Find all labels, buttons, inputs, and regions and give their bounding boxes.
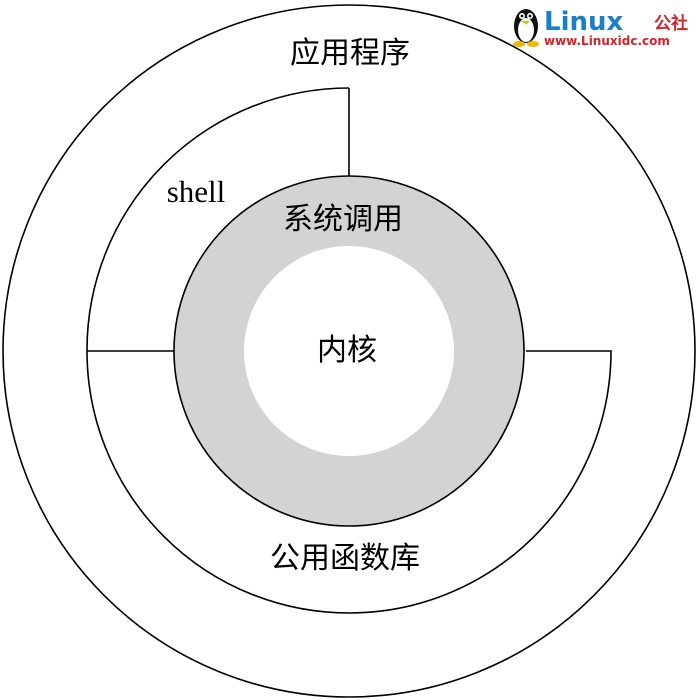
kernel-core xyxy=(244,246,454,456)
shell-label: shell xyxy=(167,174,226,209)
watermark-brand: Linux xyxy=(544,7,623,37)
kernel-label: 内核 xyxy=(317,333,377,368)
penguin-icon xyxy=(513,9,539,47)
watermark-brand-cn: 公社 xyxy=(654,13,688,34)
library-label: 公用函数库 xyxy=(270,541,420,576)
linuxidc-watermark: Linux 公社 www.Linuxidc.com xyxy=(513,7,688,48)
shell-library-region xyxy=(86,87,612,614)
applications-label: 应用程序 xyxy=(290,36,410,71)
system-calls-label: 系统调用 xyxy=(283,202,403,237)
watermark-url: www.Linuxidc.com xyxy=(544,34,670,48)
